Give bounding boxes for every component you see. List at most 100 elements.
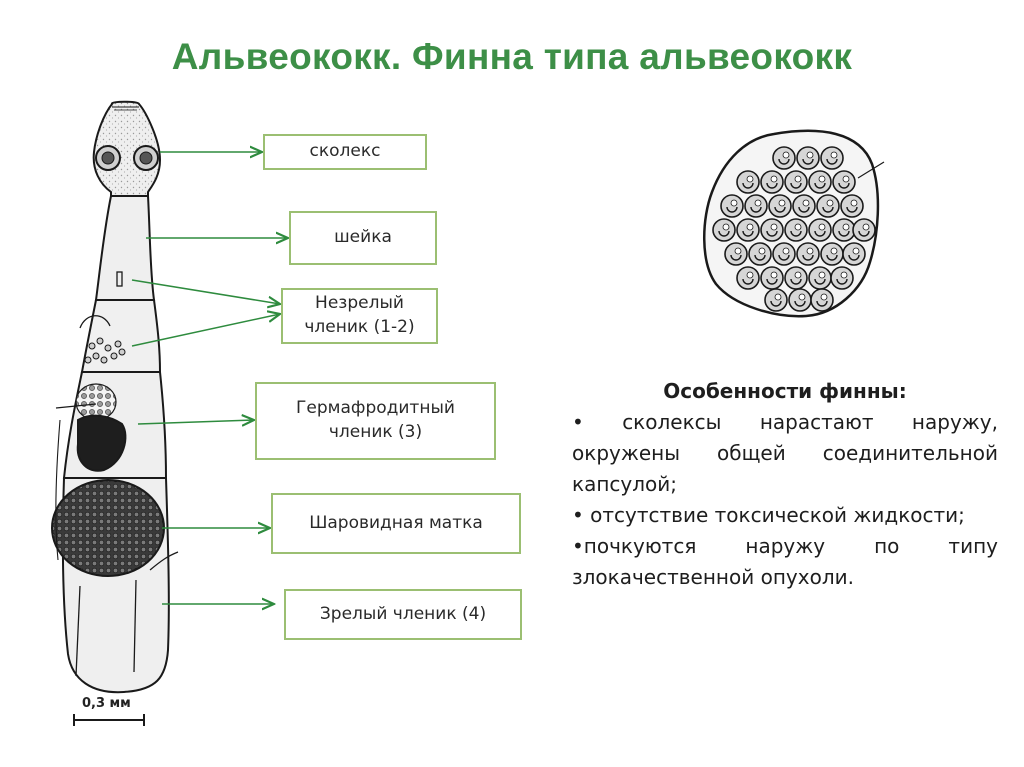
cyst <box>830 266 854 290</box>
label-hermaphroditic-segment: Гермафродитный членик (3) <box>255 382 496 460</box>
cyst-core <box>770 271 778 279</box>
cyst-core <box>802 199 810 207</box>
protoscolex <box>774 206 786 213</box>
protoscolex <box>742 182 754 189</box>
protoscolex <box>730 254 742 261</box>
spherical-uterus-drawing <box>51 479 165 577</box>
cyst <box>808 170 832 194</box>
label-mature-segment: Зрелый членик (4) <box>284 589 522 640</box>
protoscolex <box>766 182 778 189</box>
protoscolex <box>766 278 778 285</box>
scale-bar <box>73 714 145 726</box>
arrow-hermaphroditic <box>137 420 254 424</box>
cyst <box>784 266 808 290</box>
cyst-core <box>794 175 802 183</box>
label-scolex-text: сколекс <box>309 141 381 162</box>
label-neck-text: шейка <box>334 227 392 248</box>
protoscolex <box>790 230 802 237</box>
label-neck: шейка <box>289 211 437 265</box>
cyst-core <box>770 175 778 183</box>
larva-feature-item: • сколексы нарастают наружу, окружены об… <box>572 410 998 496</box>
protoscolex <box>794 300 806 307</box>
cyst <box>832 218 856 242</box>
cyst-core <box>842 175 850 183</box>
cyst <box>820 242 844 266</box>
protoscolex <box>836 278 848 285</box>
cyst-core <box>852 247 860 255</box>
cyst-core <box>730 199 738 207</box>
cyst-core <box>826 199 834 207</box>
cyst <box>796 146 820 170</box>
protoscolex <box>826 158 838 165</box>
scale-bar-label: 0,3 мм <box>82 696 131 711</box>
protoscolex <box>798 206 810 213</box>
larva-features-heading: Особенности финны: <box>663 379 907 403</box>
cyst-core <box>806 151 814 159</box>
cyst-core <box>746 223 754 231</box>
cyst <box>820 146 844 170</box>
slide-title: Альвеококк. Финна типа альвеококк <box>171 36 853 77</box>
cyst-core <box>794 271 802 279</box>
protoscolex <box>742 230 754 237</box>
protoscolex <box>750 206 762 213</box>
larva-features: Особенности финны: • сколексы нарастают … <box>572 376 998 593</box>
cyst <box>832 170 856 194</box>
label-mature-segment-text: Зрелый членик (4) <box>319 603 487 624</box>
cyst-core <box>734 247 742 255</box>
immature-segment-drawing <box>80 299 162 373</box>
protoscolex <box>790 182 802 189</box>
cyst <box>712 218 736 242</box>
protoscolex <box>790 278 802 285</box>
cyst-core <box>830 151 838 159</box>
protoscolex <box>838 230 850 237</box>
cyst <box>764 288 788 312</box>
label-immature-segment: Незрелый членик (1-2) <box>281 288 438 344</box>
cyst-core <box>794 223 802 231</box>
protoscolex <box>816 300 828 307</box>
larva-feature-item: • отсутствие токсической жидкости; <box>572 503 965 527</box>
protoscolex <box>802 254 814 261</box>
cyst <box>736 170 760 194</box>
cyst <box>744 194 768 218</box>
cyst <box>796 242 820 266</box>
cyst <box>736 266 760 290</box>
protoscolex <box>822 206 834 213</box>
cyst-core <box>770 223 778 231</box>
label-spherical-uterus-text: Шаровидная матка <box>309 512 483 533</box>
cyst <box>788 288 812 312</box>
cyst-core <box>818 175 826 183</box>
protoscolex <box>766 230 778 237</box>
protoscolex <box>726 206 738 213</box>
cyst <box>784 170 808 194</box>
cyst <box>792 194 816 218</box>
label-hermaphroditic-segment-text: Гермафродитный членик (3) <box>296 398 455 442</box>
protoscolex <box>754 254 766 261</box>
cyst <box>736 218 760 242</box>
cyst <box>808 218 832 242</box>
tapeworm-illustration <box>51 100 179 694</box>
cyst-core <box>782 247 790 255</box>
cyst <box>810 288 834 312</box>
label-scolex: сколекс <box>263 134 427 170</box>
cyst-core <box>754 199 762 207</box>
protoscolex <box>826 254 838 261</box>
cyst-core <box>722 223 730 231</box>
protoscolex <box>838 182 850 189</box>
cyst <box>842 242 866 266</box>
cyst <box>816 194 840 218</box>
protoscolex <box>814 278 826 285</box>
cyst <box>724 242 748 266</box>
cyst-core <box>830 247 838 255</box>
protoscolex <box>814 230 826 237</box>
protoscolex <box>778 158 790 165</box>
cyst <box>772 146 796 170</box>
protoscolex <box>848 254 860 261</box>
protoscolex <box>718 230 730 237</box>
larva-cluster-illustration <box>703 129 885 318</box>
protoscolex <box>814 182 826 189</box>
cyst-core <box>746 175 754 183</box>
cyst-core <box>774 293 782 301</box>
cyst-core <box>862 223 870 231</box>
cyst-core <box>746 271 754 279</box>
